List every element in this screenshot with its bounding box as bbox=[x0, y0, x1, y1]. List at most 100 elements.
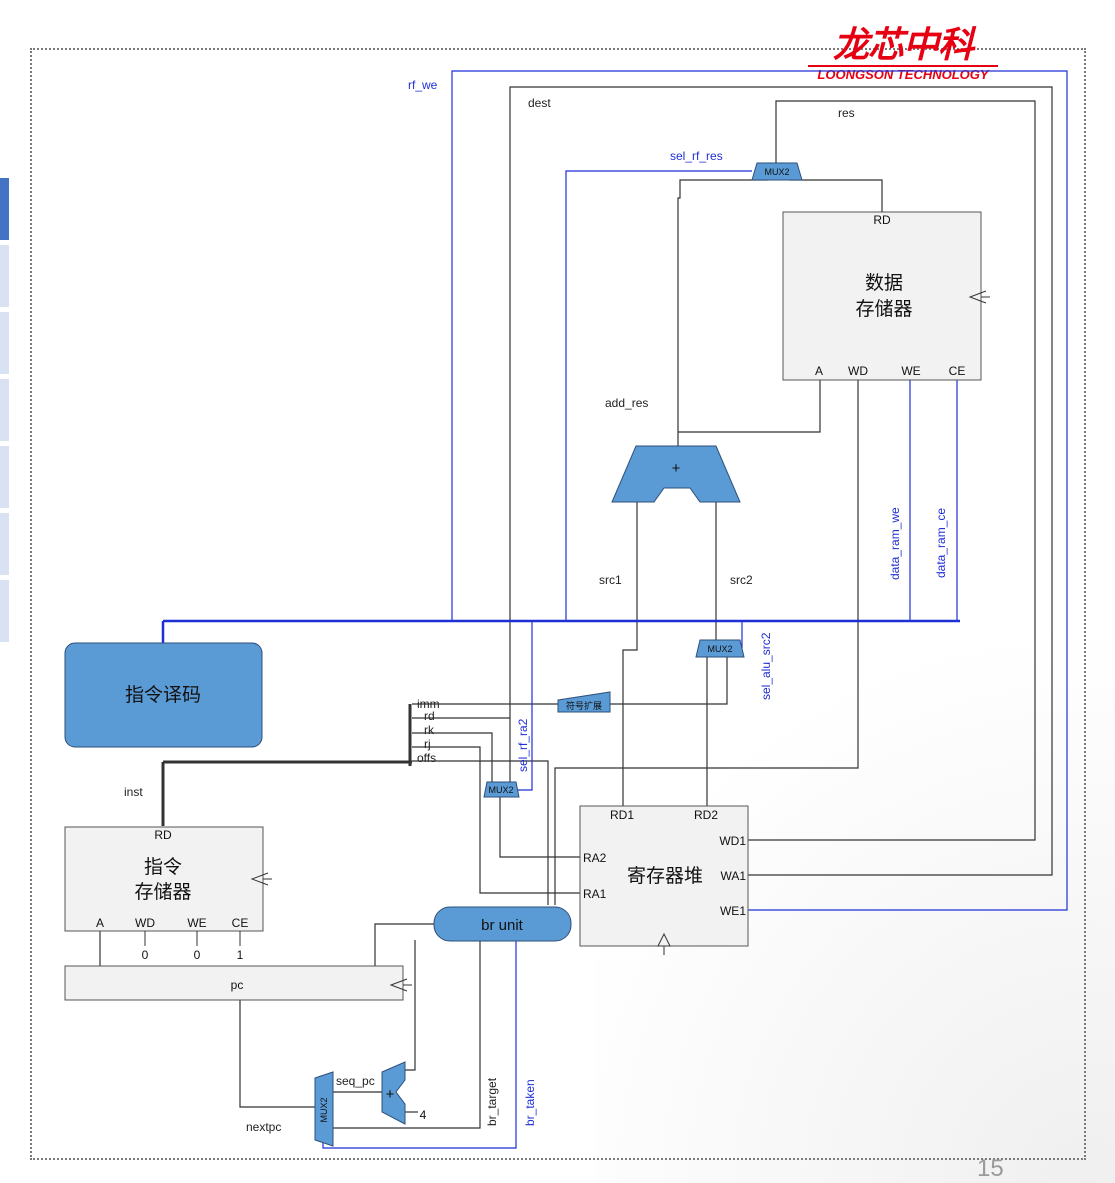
rf-we1: WE1 bbox=[720, 904, 746, 918]
wire-sel-rf-ra2 bbox=[517, 620, 533, 791]
label-imm: imm bbox=[417, 697, 440, 711]
thumbnail-tab[interactable] bbox=[0, 312, 9, 374]
signal-labels: rf_we dest res sel_rf_res add_res src1 s… bbox=[124, 78, 948, 1134]
label-nextpc: nextpc bbox=[246, 1120, 281, 1134]
wire-br-taken bbox=[322, 940, 517, 1149]
label-sel-rf-ra2: sel_rf_ra2 bbox=[516, 718, 530, 772]
rf-rd2: RD2 bbox=[694, 808, 718, 822]
alu-plus: + bbox=[672, 460, 681, 477]
im-we: WE bbox=[187, 916, 206, 930]
rf-ra2: RA2 bbox=[583, 851, 607, 865]
thumbnail-tab[interactable] bbox=[0, 580, 9, 642]
pc-adder: + 4 bbox=[381, 1061, 427, 1125]
label-seq-pc: seq_pc bbox=[336, 1074, 375, 1088]
im-title2: 存储器 bbox=[134, 881, 191, 903]
wire-rj bbox=[412, 746, 580, 894]
im-we-val: 0 bbox=[194, 948, 201, 962]
dm-title2: 存储器 bbox=[855, 298, 912, 320]
wire-sel-rf-res bbox=[565, 170, 752, 620]
pc-clock-icon bbox=[389, 978, 408, 992]
slide-thumbnail-strip[interactable] bbox=[0, 178, 9, 647]
logo-cn: 龙芯中科 bbox=[832, 25, 974, 66]
thumbnail-tab[interactable] bbox=[0, 513, 9, 575]
wire-br-target bbox=[333, 940, 481, 1129]
thumbnail-tab[interactable] bbox=[0, 245, 9, 307]
inst-memory: RD 指令 存储器 A WD WE CE 0 0 1 bbox=[64, 826, 272, 962]
label-rf-we: rf_we bbox=[408, 78, 438, 92]
dm-ce: CE bbox=[949, 364, 966, 378]
label-rk: rk bbox=[424, 723, 435, 737]
mux-res-label: MUX2 bbox=[764, 167, 789, 177]
wire-addr bbox=[678, 380, 821, 433]
wire-dest bbox=[509, 86, 1053, 876]
im-clock-icon bbox=[250, 872, 269, 886]
mux-alu-src2: MUX2 bbox=[695, 639, 745, 658]
mux-alu-label: MUX2 bbox=[707, 644, 732, 654]
rf-wa1: WA1 bbox=[720, 869, 746, 883]
im-ce-val: 1 bbox=[237, 948, 244, 962]
mux-res: MUX2 bbox=[751, 162, 803, 181]
mux-ra2-label: MUX2 bbox=[488, 785, 513, 795]
wire-mux-res-in1 bbox=[790, 179, 883, 212]
wire-brunit-pc bbox=[374, 923, 436, 966]
im-a: A bbox=[96, 916, 104, 930]
alu-adder: + bbox=[611, 445, 741, 503]
br-unit: br unit bbox=[433, 906, 572, 942]
label-sel-alu-src2: sel_alu_src2 bbox=[759, 632, 773, 700]
pc-adder-plus: + bbox=[386, 1086, 395, 1103]
thumbnail-tab[interactable] bbox=[0, 178, 9, 240]
wire-imm-mux bbox=[608, 657, 728, 705]
label-src2: src2 bbox=[730, 573, 753, 587]
dm-clock-icon bbox=[968, 290, 987, 304]
im-rd: RD bbox=[154, 828, 172, 842]
label-data-ram-ce: data_ram_ce bbox=[934, 508, 948, 578]
rf-wd1: WD1 bbox=[719, 834, 746, 848]
pc-title: pc bbox=[231, 978, 244, 992]
data-memory: RD 数据 存储器 A WD WE CE bbox=[782, 211, 990, 381]
wire-pc-adder bbox=[405, 940, 416, 1071]
wire-nextpc bbox=[239, 1000, 315, 1108]
sign-ext-label: 符号扩展 bbox=[566, 700, 602, 711]
mux-ra2: MUX2 bbox=[483, 781, 520, 798]
label-res: res bbox=[838, 106, 855, 120]
black-wires bbox=[99, 86, 1053, 1129]
rf-ra1: RA1 bbox=[583, 887, 607, 901]
im-title1: 指令 bbox=[144, 856, 182, 878]
sign-extend: 符号扩展 bbox=[557, 691, 611, 713]
wire-ra2 bbox=[499, 797, 580, 858]
dm-title1: 数据 bbox=[865, 272, 903, 294]
mux-pc-label: MUX2 bbox=[319, 1097, 329, 1122]
thumbnail-tab[interactable] bbox=[0, 379, 9, 441]
label-br-target: br_target bbox=[485, 1077, 499, 1126]
dm-rd: RD bbox=[873, 213, 891, 227]
register-file: RD1 RD2 WD1 WA1 WE1 RA2 RA1 寄存器堆 bbox=[579, 805, 749, 955]
im-wd-val: 0 bbox=[142, 948, 149, 962]
label-br-taken: br_taken bbox=[523, 1079, 537, 1126]
wire-res bbox=[748, 100, 1036, 841]
im-ce: CE bbox=[232, 916, 249, 930]
thumbnail-tab[interactable] bbox=[0, 446, 9, 508]
mux-pc: MUX2 bbox=[314, 1071, 334, 1147]
label-inst: inst bbox=[124, 785, 143, 799]
label-offs: offs bbox=[417, 751, 436, 765]
page-number: 15 bbox=[977, 1155, 1004, 1182]
label-dest: dest bbox=[528, 96, 551, 110]
dm-wd: WD bbox=[848, 364, 868, 378]
rf-rd1: RD1 bbox=[610, 808, 634, 822]
im-wd: WD bbox=[135, 916, 155, 930]
blue-wires bbox=[161, 70, 1068, 1149]
pc-register: pc bbox=[64, 965, 412, 1001]
pc-adder-const: 4 bbox=[420, 1108, 427, 1122]
wire-rf-we bbox=[451, 70, 1068, 911]
dm-we: WE bbox=[901, 364, 920, 378]
label-add-res: add_res bbox=[605, 396, 648, 410]
label-rj: rj bbox=[424, 737, 431, 751]
br-unit-title: br unit bbox=[481, 917, 524, 934]
rf-title: 寄存器堆 bbox=[627, 865, 703, 887]
label-rd: rd bbox=[424, 709, 435, 723]
label-data-ram-we: data_ram_we bbox=[888, 507, 902, 580]
dm-a: A bbox=[815, 364, 823, 378]
diagram-frame bbox=[30, 48, 1086, 1160]
